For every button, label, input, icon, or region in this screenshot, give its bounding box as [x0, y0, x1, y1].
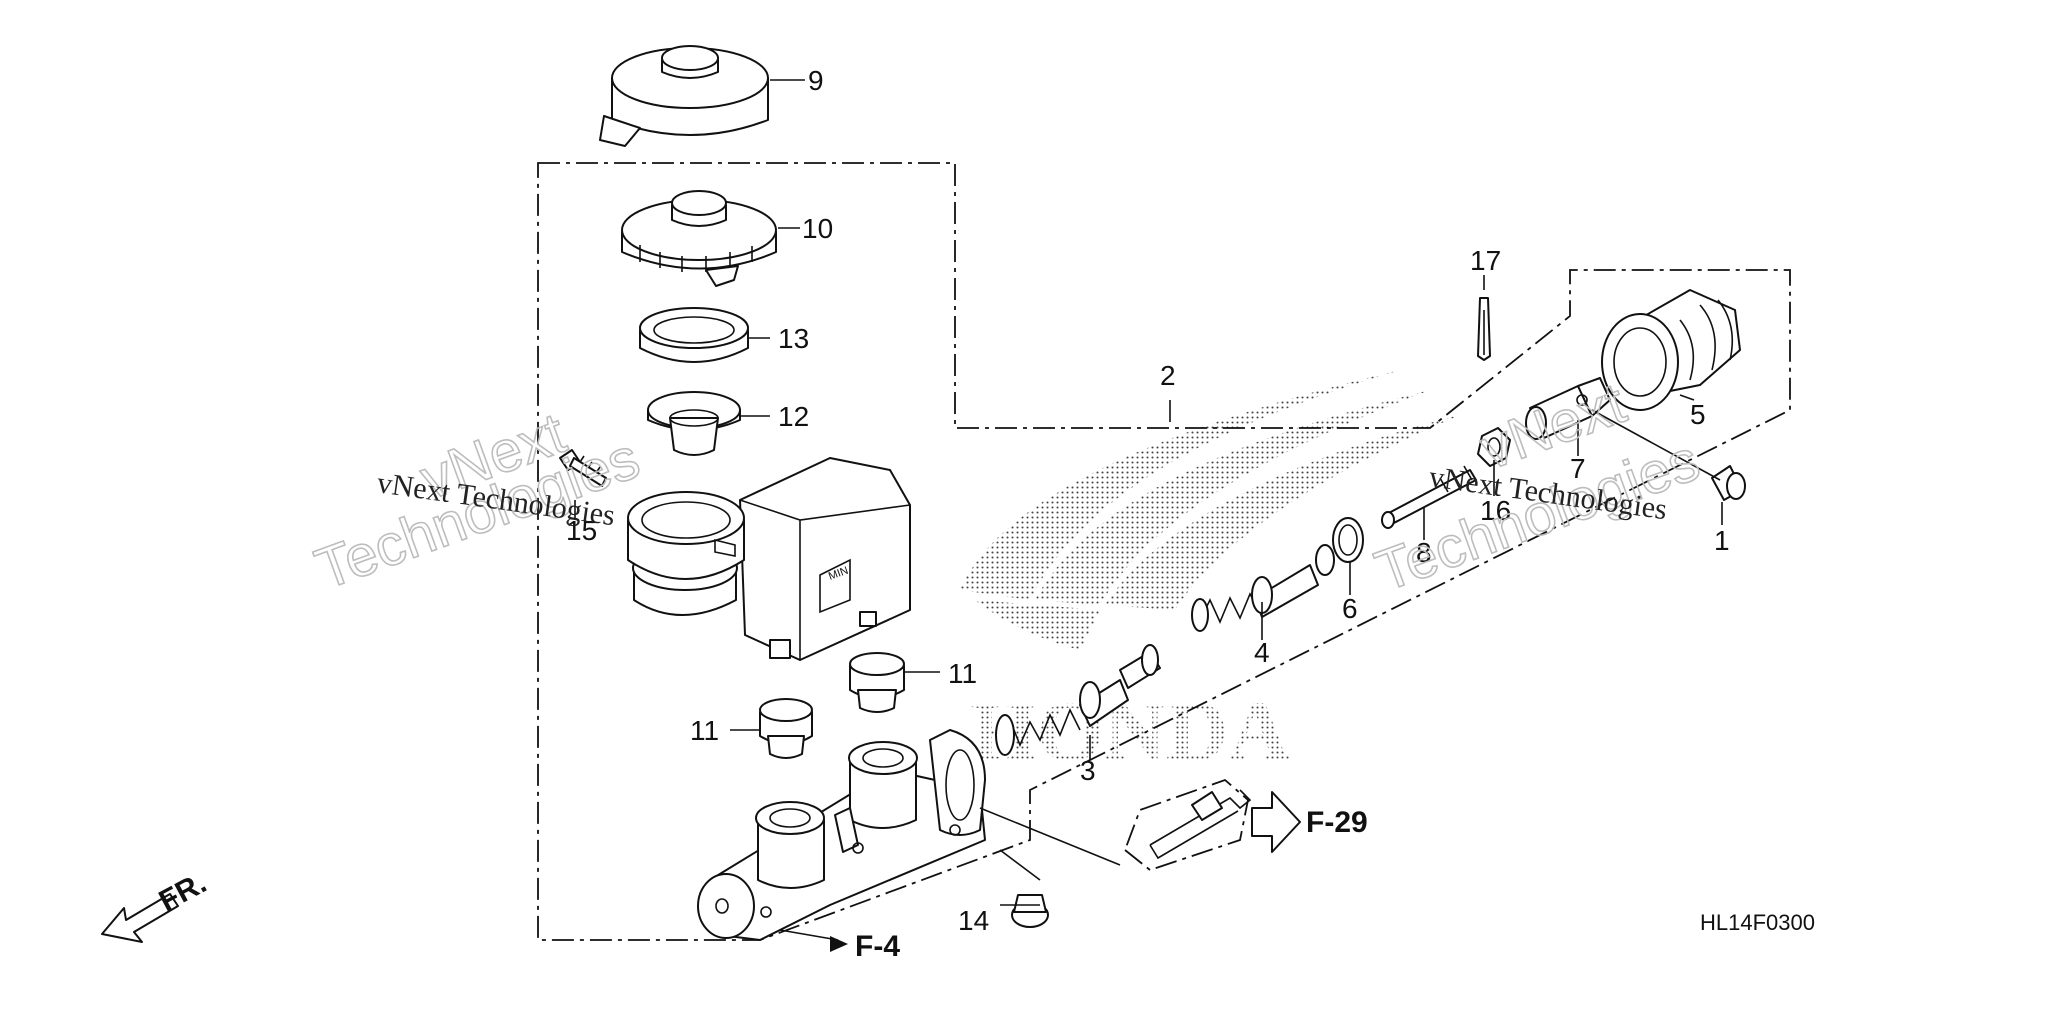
- part-17-cotter-pin: [1477, 297, 1491, 361]
- callout-3: 3: [1080, 755, 1096, 786]
- reference-f4-label[interactable]: F-4: [855, 930, 900, 963]
- part-11-grommet-lower: [759, 698, 813, 759]
- callout-16: 16: [1480, 495, 1511, 526]
- callout-11-lower: 11: [690, 715, 719, 746]
- master-cylinder-body: [697, 729, 986, 941]
- part-12-float-plate: [647, 391, 741, 456]
- callout-11-upper: 11: [948, 658, 977, 689]
- part-6-snap-ring: [1332, 517, 1364, 563]
- part-11-grommet-upper: [849, 652, 905, 713]
- part-14-flange-nut: [1011, 894, 1049, 928]
- part-7-clevis: [1525, 377, 1611, 440]
- callout-10: 10: [802, 213, 833, 244]
- callout-14: 14: [958, 905, 989, 936]
- reference-f29-label[interactable]: F-29: [1306, 806, 1368, 839]
- callout-13: 13: [778, 323, 809, 354]
- reservoir-tank: MIN: [627, 457, 911, 661]
- leader-lines: [574, 79, 1723, 941]
- part-15-bolt: [559, 449, 607, 487]
- reference-f4[interactable]: F-4: [830, 930, 900, 963]
- mounting-bolt: [1123, 778, 1252, 872]
- front-direction-arrow: FR.: [101, 866, 212, 943]
- callout-15: 15: [566, 515, 597, 546]
- callout-2: 2: [1160, 360, 1176, 391]
- callout-9: 9: [808, 65, 824, 96]
- part-1-clevis-pin: [1711, 465, 1746, 501]
- part-3-primary-piston: [995, 644, 1161, 756]
- brand-wing-logo: [960, 370, 1460, 650]
- part-9-reservoir-cover: [599, 45, 769, 147]
- callout-1: 1: [1714, 525, 1730, 556]
- part-8-push-rod: [1381, 465, 1477, 529]
- part-10-reservoir-cap: [621, 190, 777, 287]
- part-13-diaphragm: [639, 307, 749, 363]
- callout-8: 8: [1416, 537, 1432, 568]
- callout-4: 4: [1254, 637, 1270, 668]
- callout-7: 7: [1570, 453, 1586, 484]
- brand-lettering: HONDA: [970, 683, 1290, 779]
- part-16-nut: [1477, 427, 1511, 467]
- watermark-left: vNext Technologies vNext Technologies: [306, 400, 648, 603]
- callout-12: 12: [778, 401, 809, 432]
- part-5-boot: [1601, 289, 1741, 411]
- callout-6: 6: [1342, 593, 1358, 624]
- reference-f29[interactable]: F-29: [1251, 791, 1368, 853]
- part-4-secondary-piston: [1191, 544, 1335, 632]
- callout-17: 17: [1470, 245, 1501, 276]
- diagram-code: HL14F0300: [1700, 910, 1815, 935]
- callout-5: 5: [1690, 399, 1706, 430]
